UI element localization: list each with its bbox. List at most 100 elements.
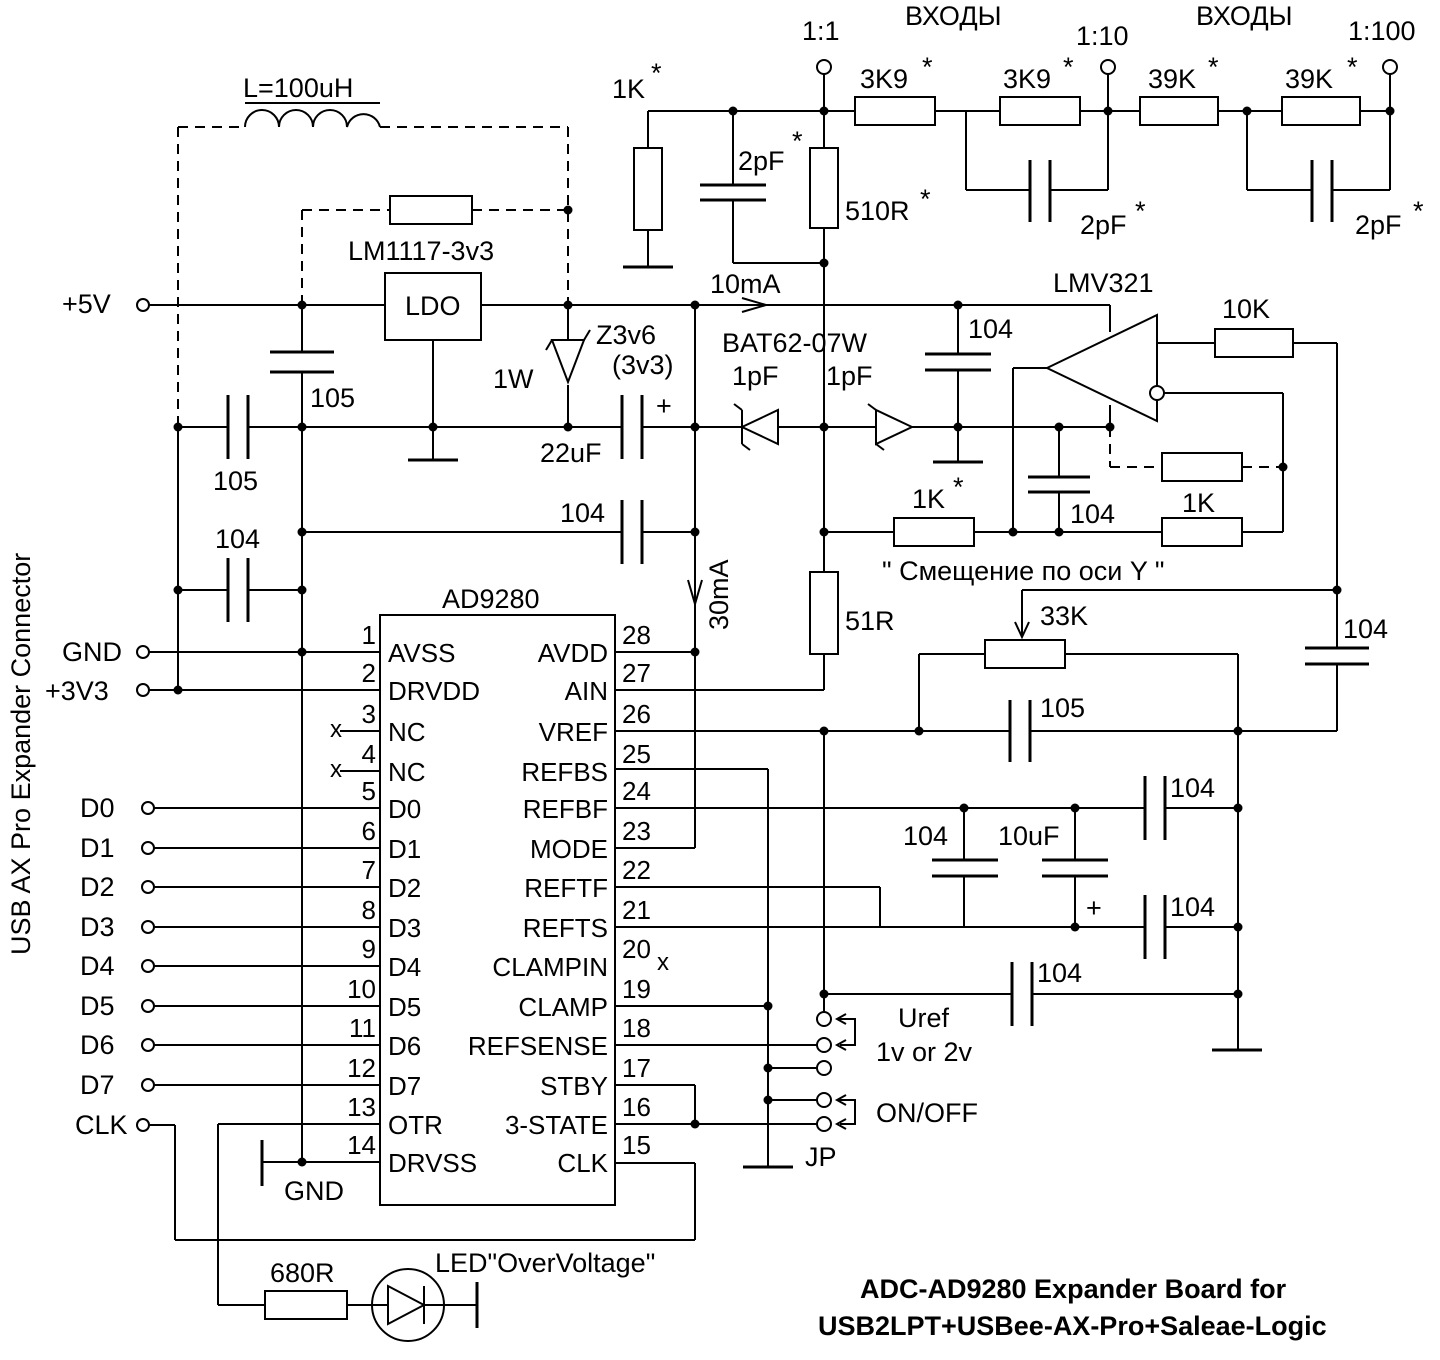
svg-text:LMV321: LMV321 (1053, 268, 1154, 298)
svg-text:104: 104 (1343, 614, 1388, 644)
connector-pin-d1: D1 (80, 833, 155, 863)
chip-left-pin-number: 7 (362, 855, 376, 885)
capacitor-104-middle: 104 (560, 498, 644, 564)
chip-left-pin-name: D6 (388, 1031, 421, 1061)
svg-text:2pF: 2pF (1080, 210, 1127, 240)
svg-text:1W: 1W (493, 364, 534, 394)
chip-right-pin-name: 3-STATE (505, 1110, 608, 1140)
svg-text:10uF: 10uF (998, 821, 1060, 851)
chip-left-pin-name: D0 (388, 794, 421, 824)
svg-text:D5: D5 (80, 991, 115, 1021)
chip-left-pin-number: 6 (362, 816, 376, 846)
connector-pin-d6: D6 (80, 1030, 155, 1060)
capacitor-105-vertical: 105 (270, 350, 355, 413)
svg-text:D3: D3 (80, 912, 115, 942)
chip-left-pin-number: 9 (362, 934, 376, 964)
chip-right-pin-number: 15 (622, 1130, 651, 1160)
svg-text:x: x (330, 716, 342, 743)
connector-pin-d2: D2 (80, 872, 155, 902)
connector-pin-d4: D4 (80, 951, 155, 981)
schematic-title: ADC-AD9280 Expander Board for USB2LPT+US… (818, 1274, 1327, 1341)
svg-text:1K: 1K (612, 74, 645, 104)
chip-right-pin-number: 23 (622, 816, 651, 846)
chip-left-pin-number: 4 (362, 739, 376, 769)
svg-text:105: 105 (1040, 693, 1085, 723)
svg-text:30mA: 30mA (704, 559, 734, 630)
svg-text:1:1: 1:1 (802, 16, 840, 46)
svg-text:105: 105 (213, 466, 258, 496)
svg-text:D1: D1 (80, 833, 115, 863)
chip-left-pin-number: 12 (347, 1053, 376, 1083)
svg-text:+5V: +5V (62, 289, 111, 319)
svg-text:*: * (953, 472, 964, 502)
svg-text:104: 104 (968, 314, 1013, 344)
chip-right-pin-number: 21 (622, 895, 651, 925)
svg-text:104: 104 (1170, 892, 1215, 922)
jumper-block: Uref 1v or 2v ON/OFF JP (805, 1003, 978, 1172)
svg-text:10mA: 10mA (710, 269, 781, 299)
chip-right-pin-number: 16 (622, 1092, 651, 1122)
inductor: L=100uH (243, 73, 381, 128)
chip-left-wiring: GND 680R (149, 730, 696, 1328)
svg-text:105: 105 (310, 383, 355, 413)
svg-text:104: 104 (560, 498, 605, 528)
svg-text:L=100uH: L=100uH (243, 73, 353, 103)
adc-chip: AD9280 (379, 584, 616, 1206)
chip-left-pin-number: 11 (349, 1013, 376, 1043)
chip-left-pin-name: D2 (388, 873, 421, 903)
clamp-diodes: BAT62-07W 1pF 1pF (722, 328, 1110, 451)
svg-text:1pF: 1pF (732, 361, 779, 391)
chip-right-pin-number: 19 (622, 974, 651, 1004)
svg-text:x: x (330, 756, 342, 783)
connector-pin-gnd: GND (62, 637, 150, 667)
svg-text:1v or 2v: 1v or 2v (876, 1037, 973, 1067)
capacitor-22uf: 22uF + (540, 391, 672, 468)
connector-pin-d0: D0 (80, 793, 155, 823)
connector-pin-3v3: +3V3 (45, 676, 150, 706)
connector-pin-d7: D7 (80, 1070, 155, 1100)
svg-text:2pF: 2pF (738, 146, 785, 176)
svg-text:680R: 680R (270, 1258, 335, 1288)
svg-text:D2: D2 (80, 872, 115, 902)
svg-text:39K: 39K (1285, 64, 1333, 94)
chip-right-pin-number: 26 (622, 699, 651, 729)
chip-right-pin-name: AIN (565, 676, 608, 706)
chip-left-pin-name: D1 (388, 834, 421, 864)
svg-text:AD9280: AD9280 (442, 584, 540, 614)
svg-text:2pF: 2pF (1355, 210, 1402, 240)
svg-text:x: x (657, 949, 669, 976)
chip-left-pin-name: D5 (388, 992, 421, 1022)
svg-text:1pF: 1pF (826, 361, 873, 391)
svg-text:1K: 1K (1182, 488, 1215, 518)
chip-right-pin-name: STBY (540, 1071, 608, 1101)
svg-text:D6: D6 (80, 1030, 115, 1060)
svg-text:33K: 33K (1040, 601, 1088, 631)
svg-text:Z3v6: Z3v6 (596, 320, 656, 350)
svg-text:D4: D4 (80, 951, 115, 981)
chip-right-pin-number: 22 (622, 855, 651, 885)
chip-right-pin-name: VREF (539, 717, 608, 747)
svg-text:3K9: 3K9 (1003, 64, 1051, 94)
offset-potentiometer: 33K 104 (918, 589, 1388, 1052)
svg-text:+: + (1086, 893, 1102, 923)
ldo-regulator: LM1117-3v3 LDO (348, 236, 494, 341)
svg-text:CLK: CLK (75, 1110, 128, 1140)
nc-marks: x x x (330, 716, 669, 976)
chip-right-pin-name: REFTF (524, 873, 608, 903)
connector-pin-clk: CLK (75, 1110, 150, 1140)
svg-text:ADC-AD9280 Expander Board for: ADC-AD9280 Expander Board for (860, 1274, 1287, 1304)
svg-text:*: * (922, 52, 933, 82)
current-10ma: 10mA (710, 269, 781, 313)
capacitor-104-left: 104 (215, 524, 260, 622)
svg-text:510R: 510R (845, 196, 910, 226)
chip-right-pin-number: 25 (622, 739, 651, 769)
svg-text:LED"OverVoltage": LED"OverVoltage" (435, 1248, 655, 1278)
chip-right-pin-number: 17 (622, 1053, 651, 1083)
chip-right-pin-name: REFSENSE (468, 1031, 608, 1061)
chip-right-pin-name: AVDD (538, 638, 608, 668)
chip-left-pin-number: 8 (362, 895, 376, 925)
svg-text:104: 104 (1070, 499, 1115, 529)
svg-text:3K9: 3K9 (860, 64, 908, 94)
chip-left-pin-name: NC (388, 757, 426, 787)
